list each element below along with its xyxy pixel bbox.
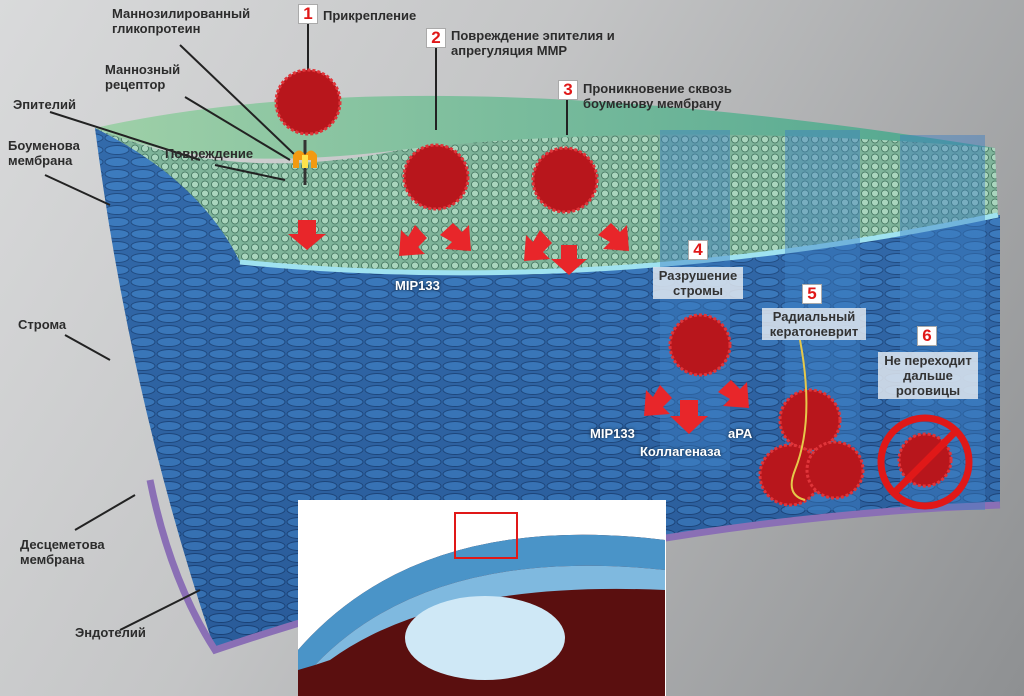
inset-highlight-box xyxy=(454,512,518,559)
label-endothelium: Эндотелий xyxy=(75,625,146,640)
step-2-label: Повреждение эпителия и апрегуляция ММР xyxy=(451,28,615,58)
step-6-badge: 6 xyxy=(917,326,937,346)
nerve-icon xyxy=(790,339,808,501)
parasite-epithelium-icon xyxy=(402,143,470,211)
parasite-nerve-icon-c xyxy=(805,440,865,500)
label-mip133-stroma: MIP133 xyxy=(590,426,635,441)
step-1-label: Прикрепление xyxy=(323,8,417,23)
secretion-arrows xyxy=(288,220,749,434)
label-descemet-membrane: Десцеметова мембрана xyxy=(20,537,105,567)
parasite-nerve-icon-a xyxy=(778,388,842,452)
step-4-badge: 4 xyxy=(688,240,708,260)
step-3-label: Проникновение сквозь боуменову мембрану xyxy=(583,81,732,111)
parasite-attached-icon xyxy=(274,68,342,136)
label-glycoprotein: Маннозилированный гликопротеин xyxy=(112,6,251,36)
label-epithelium: Эпителий xyxy=(13,97,76,112)
step-6-label: Не переходит дальше роговицы xyxy=(878,352,978,399)
no-entry-icon xyxy=(877,414,973,510)
step-2-badge: 2 xyxy=(426,28,446,48)
step-1-badge: 1 xyxy=(298,4,318,24)
step-4-label: Разрушение стромы xyxy=(653,267,743,299)
parasite-stroma-icon xyxy=(668,313,732,377)
label-stroma: Строма xyxy=(18,317,67,332)
label-apa: aPA xyxy=(728,426,753,441)
label-mip133-epithelium: MIP133 xyxy=(395,278,440,293)
step-3-badge: 3 xyxy=(558,80,578,100)
eye-inset xyxy=(298,500,666,696)
step-5-label: Радиальный кератоневрит xyxy=(762,308,866,340)
label-bowman-membrane: Боуменова мембрана xyxy=(8,138,80,168)
label-mannose-receptor: Маннозный рецептор xyxy=(105,62,181,92)
label-damage: Повреждение xyxy=(165,146,254,161)
parasite-bowman-icon xyxy=(531,146,599,214)
mannose-receptor-icon xyxy=(293,140,317,185)
bowman-membrane xyxy=(239,212,999,276)
leader-lines xyxy=(44,22,568,631)
parasite-icons xyxy=(274,68,953,507)
label-collagenase: Коллагеназа xyxy=(640,444,721,459)
step-5-badge: 5 xyxy=(802,284,822,304)
